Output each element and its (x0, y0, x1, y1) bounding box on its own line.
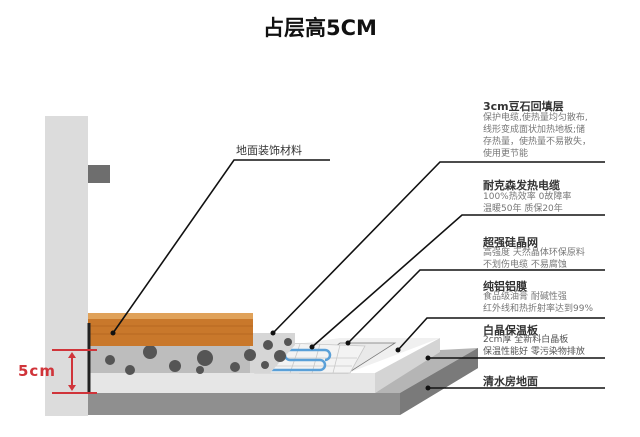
wall (45, 116, 88, 416)
label-floor-finish: 地面装饰材料 (236, 144, 302, 157)
label-foil-desc: 食品级油膏 耐碱性强 红外线和热折射率达到99% (483, 291, 593, 315)
desc-line: 使用更节能 (483, 149, 529, 159)
label-insulation-desc: 2cm厚 全新料白晶板 保温性能好 零污染物排放 (483, 334, 585, 358)
wall-socket (88, 165, 110, 183)
leader-lines (112, 159, 605, 389)
dimension-label: 5cm (18, 362, 56, 380)
diagram-title: 占层高5CM (263, 16, 377, 40)
leader-dots (110, 330, 431, 391)
desc-line: 不划伤电缆 不易腐蚀 (483, 260, 567, 270)
desc-line: 食品级油膏 耐碱性强 (483, 292, 567, 302)
label-base-floor-title: 清水房地面 (483, 375, 538, 388)
label-pebble-desc: 保护电缆,使热量均匀散布, 线形变成面状加热地板;储 存热量，使热量不易散失， … (483, 112, 591, 160)
label-pebble-title: 3cm豆石回填层 (483, 100, 564, 113)
desc-line: 温暖50年 质保20年 (483, 204, 563, 214)
label-mesh-desc: 高强度 天然晶体环保原料 不划伤电缆 不易腐蚀 (483, 247, 585, 271)
label-cable-title: 耐克森发热电缆 (483, 179, 560, 192)
desc-line: 红外线和热折射率达到99% (483, 304, 594, 314)
height-dimension (52, 349, 97, 394)
label-cable-desc: 100%热效率 0故障率 温暖50年 质保20年 (483, 191, 571, 215)
desc-line: 高强度 天然晶体环保原料 (483, 248, 585, 258)
desc-line: 100%热效率 0故障率 (483, 192, 572, 202)
label-insulation-title: 白晶保温板 (483, 324, 538, 337)
desc-line: 保护电缆,使热量均匀散布, (483, 113, 588, 123)
pebble-fill-layer (88, 333, 295, 375)
desc-line: 2cm厚 全新料白晶板 (483, 335, 569, 345)
wood-floor-layer (88, 313, 253, 346)
desc-line: 线形变成面状加热地板;储 (483, 125, 586, 135)
base-concrete-layer (88, 348, 478, 415)
desc-line: 保温性能好 零污染物排放 (483, 347, 585, 357)
label-mesh-title: 超强硅晶网 (483, 236, 538, 249)
label-foil-title: 纯铝铝膜 (483, 280, 527, 293)
desc-line: 存热量，使热量不易散失， (483, 137, 592, 147)
